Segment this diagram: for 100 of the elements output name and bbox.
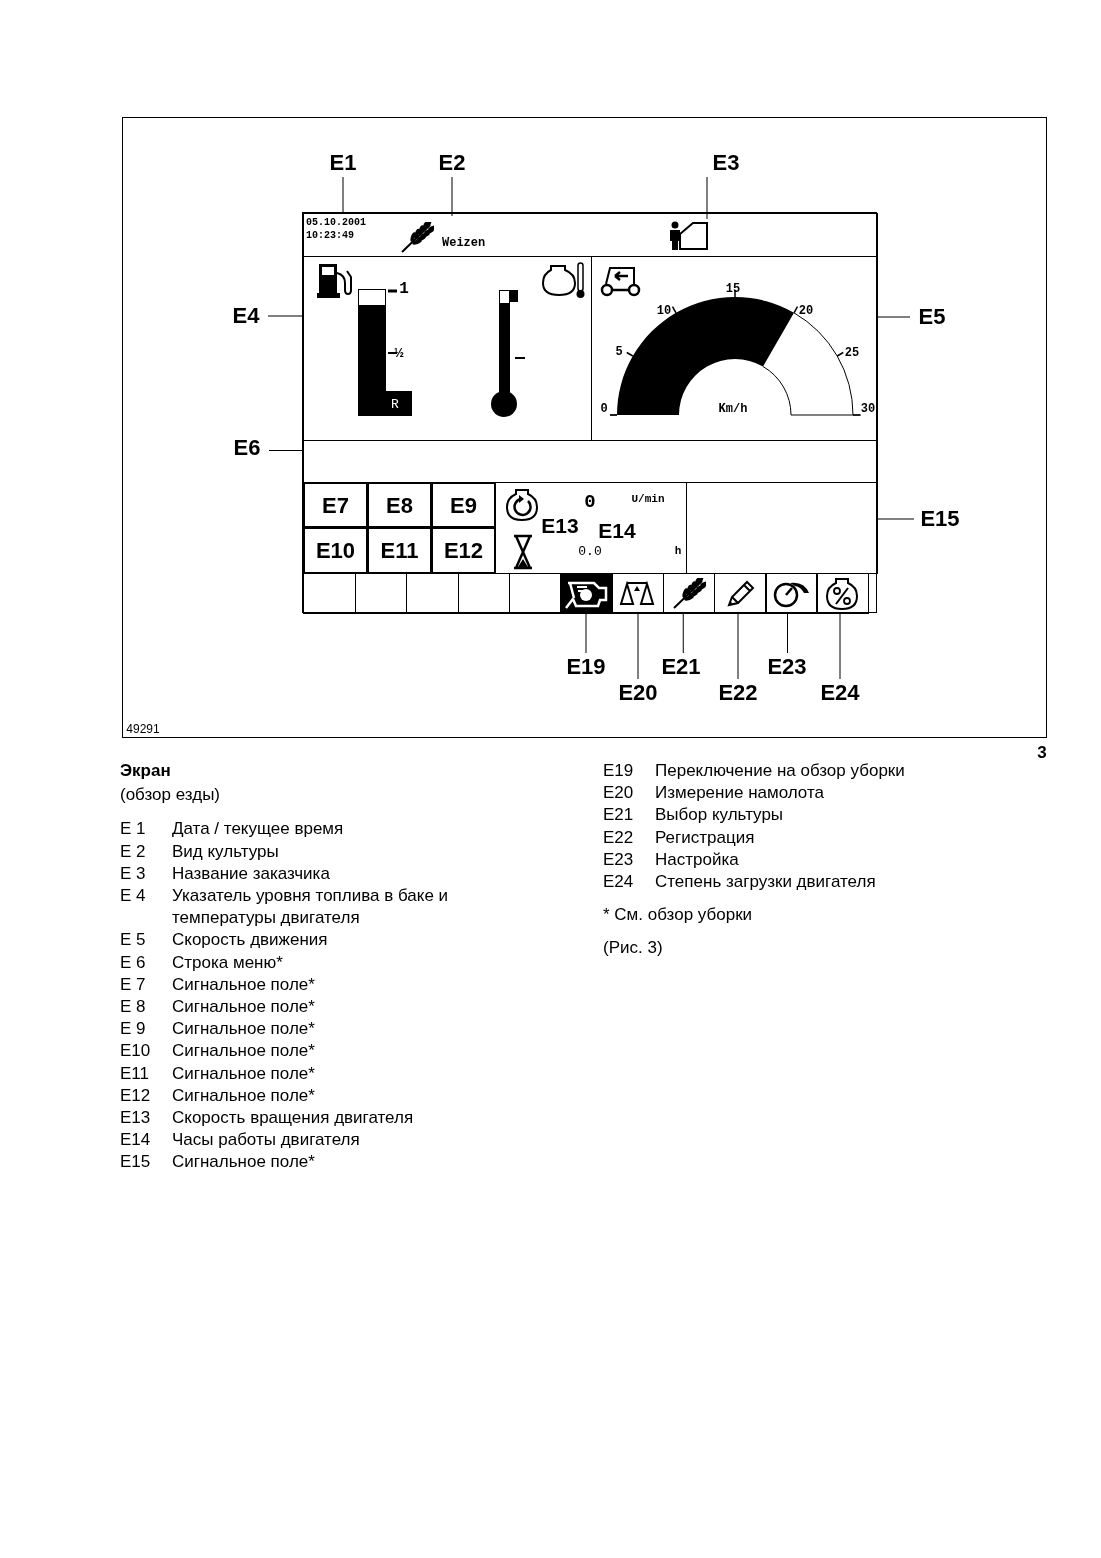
item-description: Скорость движения — [172, 929, 329, 952]
item-code: E11 — [120, 1062, 150, 1085]
callout-label: E1 — [321, 149, 365, 177]
hours-value: 0.0 — [578, 544, 602, 558]
display-screen — [302, 212, 877, 613]
leader-line — [876, 316, 911, 318]
item-code: E21 — [603, 804, 635, 827]
item-code: E20 — [603, 782, 635, 805]
item-code: E24 — [603, 871, 635, 893]
unit-label: U/min — [631, 493, 665, 505]
callout-label: E6 — [225, 434, 269, 462]
leader-line — [451, 176, 453, 217]
unit-label: h — [674, 545, 682, 557]
item-description: Степень загрузки двигателя — [655, 871, 877, 893]
leader-line — [268, 450, 303, 451]
callout-label: E22 — [714, 679, 762, 707]
item-description: Настройка — [655, 848, 740, 871]
item-code: E 9 — [120, 1018, 147, 1041]
callout-label: E14 — [598, 519, 636, 541]
leader-line — [839, 612, 841, 680]
callout-label: E3 — [704, 149, 748, 177]
scale-label: 0 — [600, 403, 608, 415]
leader-line — [267, 315, 303, 317]
leader-line — [737, 612, 739, 680]
unit-label: Km/h — [718, 403, 748, 415]
softkey-cell — [816, 573, 869, 614]
item-description: Измерение намолота — [655, 782, 825, 805]
figure-reference: (Рис. 3) — [603, 937, 663, 960]
item-code: E 8 — [120, 996, 147, 1019]
subheading: (обзор езды) — [120, 784, 221, 807]
item-description: Сигнальное поле* — [172, 996, 316, 1019]
item-description: Дата / текущее время — [172, 818, 345, 841]
item-description: Часы работы двигателя — [172, 1129, 361, 1152]
item-description: Выбор культуры — [655, 804, 785, 827]
item-code: E 5 — [120, 929, 147, 952]
leader-line — [787, 612, 788, 654]
scale-label: 15 — [725, 283, 741, 295]
item-description: Сигнальное поле* — [172, 1018, 316, 1041]
callout-label: E15 — [914, 505, 966, 533]
figure-number: 49291 — [126, 723, 160, 735]
scale-label: 5 — [615, 346, 623, 358]
leader-line — [342, 176, 344, 215]
item-description: Сигнальное поле* — [172, 973, 316, 996]
item-description: Скорость вращения двигателя — [172, 1107, 415, 1130]
item-description: Название заказчика — [172, 862, 331, 885]
item-code: E19 — [603, 760, 635, 782]
footnote: * См. обзор уборки — [603, 904, 753, 927]
leader-line — [682, 612, 684, 654]
item-code: E15 — [120, 1151, 152, 1174]
item-code: E23 — [603, 848, 635, 871]
item-code: E10 — [120, 1040, 152, 1063]
item-code: E 3 — [120, 862, 147, 885]
callout-label: E2 — [430, 149, 474, 177]
softkey-cell — [303, 573, 356, 614]
menu-bar — [303, 440, 878, 483]
scale-label: 1 — [399, 281, 409, 297]
callout-label: E19 — [562, 653, 610, 681]
item-description: Сигнальное поле* — [172, 1062, 316, 1085]
callout-label: E13 — [541, 514, 579, 536]
heading: Экран — [120, 760, 171, 782]
leader-line — [706, 176, 708, 220]
scale-label: R — [391, 397, 399, 411]
signal-field: E12 — [431, 527, 496, 574]
item-code: E 4 — [120, 885, 147, 907]
item-code: E 7 — [120, 973, 147, 996]
item-code: E 1 — [120, 818, 147, 841]
signal-field: E7 — [303, 482, 368, 528]
time-readout: 10:23:49 — [306, 229, 354, 242]
item-code: E12 — [120, 1084, 152, 1107]
item-description: Вид культуры — [172, 840, 280, 863]
item-code: E 6 — [120, 951, 147, 974]
header-bar — [303, 213, 878, 257]
signal-field: E11 — [367, 527, 432, 574]
item-description: Указатель уровня топлива в баке и температуры двигателя — [172, 885, 450, 930]
item-description: Регистрация — [655, 826, 756, 849]
scale-label: 25 — [844, 347, 860, 359]
item-description: Переключение на обзор уборки — [655, 760, 906, 782]
callout-label: E5 — [910, 303, 954, 331]
signal-field: E10 — [303, 527, 368, 574]
scale-label: 10 — [656, 305, 672, 317]
rpm-value: 0 — [584, 492, 596, 512]
leader-line — [876, 518, 915, 520]
leader-line — [637, 612, 639, 680]
item-description: Строка меню* — [172, 951, 284, 974]
item-description: Сигнальное поле* — [172, 1084, 316, 1107]
item-code: E14 — [120, 1129, 152, 1152]
item-description: Сигнальное поле* — [172, 1151, 316, 1174]
callout-label: E20 — [614, 679, 662, 707]
signal-field: E8 — [367, 482, 432, 528]
softkey-cell — [765, 573, 818, 614]
callout-label: E24 — [816, 679, 864, 707]
item-code: E13 — [120, 1107, 152, 1130]
callout-label: E21 — [657, 653, 705, 681]
date-readout: 05.10.2001 — [306, 216, 366, 229]
item-description: Сигнальное поле* — [172, 1040, 316, 1063]
scale-label: 20 — [798, 305, 814, 317]
scale-label: 30 — [860, 403, 876, 415]
softkey-cell — [714, 573, 767, 614]
crop-name: Weizen — [442, 235, 486, 252]
item-code: E22 — [603, 826, 635, 849]
